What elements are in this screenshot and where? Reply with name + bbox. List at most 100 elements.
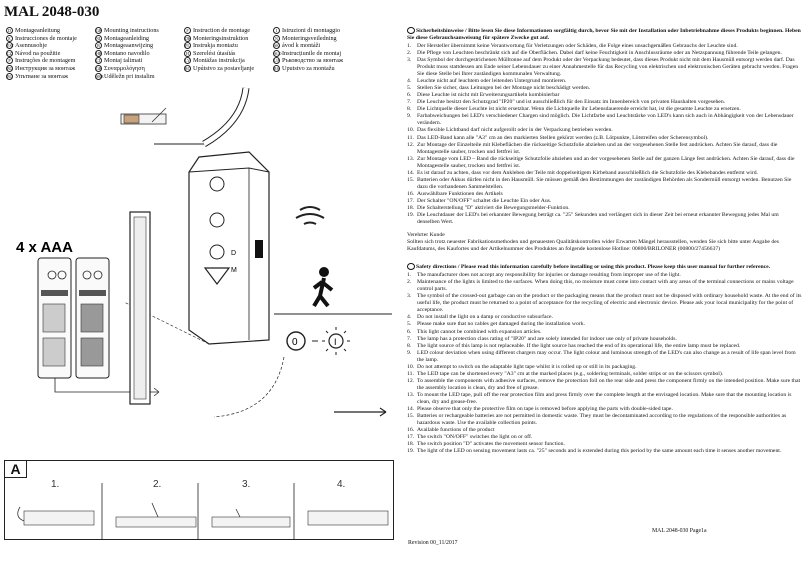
country-code-badge: N [273, 34, 280, 42]
on-symbol [322, 327, 350, 355]
country-code-badge: GR [95, 65, 102, 73]
language-label: Instrukja montażu [193, 42, 238, 50]
language-label: Návod na použitie [15, 49, 61, 57]
instructions-text: Sicherheitshinweise / Bitte lesen Sie di… [407, 27, 802, 455]
language-label: Montaj talimati [104, 57, 143, 65]
instruction-item: 4.Leuchte nicht auf leuchtem oder leiten… [407, 78, 567, 85]
step-1-illustration [17, 506, 95, 526]
country-code-badge: NL [95, 34, 102, 42]
motion-sensor-icon [295, 206, 325, 225]
step-4-illustration [307, 510, 389, 526]
language-label: Montāžas instrukcija [193, 57, 245, 65]
en-safety-list: 1.The manufacturer does not accept any r… [407, 272, 802, 455]
country-code-badge: GB [95, 27, 102, 35]
country-code-badge: SLO [273, 49, 282, 57]
country-code-badge: F [184, 27, 191, 35]
instruction-item: 13.To mount the LED tape, pull off the r… [407, 391, 792, 405]
country-code-badge: DK [184, 34, 191, 42]
off-symbol [286, 331, 306, 351]
instruction-item: 13.Zur Montage vom LED – Band die rückse… [407, 155, 795, 169]
instruction-item: 9.LED colour deviation when using differ… [407, 349, 796, 363]
instruction-item: 10.Do not attempt to switch on the adapt… [407, 363, 637, 370]
country-code-badge: D [6, 27, 13, 35]
instruction-item: 17.Der Schalter "ON/OFF" schaltet die Le… [407, 197, 552, 204]
page-label: MAL 2048-030 Page1a [652, 528, 707, 534]
walking-person-icon [312, 267, 334, 308]
instruction-item: 16.Auswählbare Funktionen des Artikels [407, 190, 503, 197]
led-strip-vertical [129, 211, 151, 405]
de-vendor-title: Verehrter Kunde [407, 232, 445, 239]
instruction-item: 18.Die Schalterstellung "D" aktiviert di… [407, 204, 570, 211]
instruction-item: 19.Die Leuchtdauer der LED's bei erkannt… [407, 212, 779, 226]
instruction-item: 16.Available functions of the product [407, 427, 495, 434]
on-symbol-text: I [334, 337, 337, 347]
instruction-item: 1.Der Hersteller übernimmt keine Verantw… [407, 42, 738, 49]
instruction-item: 9.Farbabweichungen bei LED's verschieden… [407, 113, 794, 127]
country-code-badge: UA [273, 57, 280, 65]
language-label: Uděležn pri instalim [104, 72, 155, 80]
panel-a-label: A [5, 461, 27, 478]
uk-flag-icon [407, 263, 415, 271]
en-heading: Safety directions / Please read this inf… [407, 263, 802, 271]
instruction-item: 14.Es ist darauf zu achten, dass vor dem… [407, 169, 758, 176]
installation-illustration: D M 0 I 4 x AAA [16, 87, 392, 418]
step-2-illustration [115, 502, 197, 528]
instruction-item: 14.Please observe that only the protecti… [407, 406, 673, 413]
language-label: Monteringsinstruktion [193, 34, 249, 42]
instruction-item: 1.The manufacturer does not accept any r… [407, 272, 681, 279]
instruction-item: 17.The switch "ON/OFF" switches the ligh… [407, 434, 533, 441]
battery-label: 4 x AAA [16, 239, 73, 256]
instruction-item: 5.Please make sure that no cables get da… [407, 321, 586, 328]
instruction-item: 12.To assemble the components with adhes… [407, 377, 801, 391]
instruction-item: 5.Stellen Sie sicher, dass Leitungen bei… [407, 85, 591, 92]
language-label: Uputstvo za montažu [282, 64, 335, 72]
de-safety-list: 1.Der Hersteller übernimmt keine Verantw… [407, 43, 802, 226]
language-entry: SLOInstrucțiunile de montaj [273, 50, 359, 58]
instruction-item: 6.Diese Leuchte ist nicht mit Erweiterun… [407, 92, 560, 99]
language-label: ávod k montáži [282, 42, 321, 50]
german-flag-icon [407, 27, 415, 34]
instruction-item: 3.Das Symbol der durchgestrichenen Müllt… [407, 57, 799, 78]
country-code-badge: LT [95, 57, 102, 65]
instruction-item: 4.Do not install the light on a damp or … [407, 314, 553, 321]
step-3-label: 3. [242, 479, 251, 490]
country-code-badge: EST [6, 42, 15, 50]
country-code-badge: BG [6, 65, 13, 73]
battery-compartment-closed [37, 257, 72, 379]
language-label: Упътване за монтаж [15, 72, 69, 80]
language-label: Montageaanwijzing [104, 42, 154, 50]
instruction-item: 2.Die Pflege von Leuchten beschränkt sic… [407, 49, 782, 56]
instruction-item: 15.Batterien oder Akkus dürfen nicht in … [407, 176, 792, 190]
language-label: Инструкция за монтаж [15, 64, 76, 72]
country-code-badge: RS [273, 65, 280, 73]
instruction-item: 7.The lamp has a protection class rating… [407, 335, 677, 342]
document-title: MAL 2048-030 [4, 4, 100, 20]
mounting-steps [17, 483, 389, 539]
switch-d-label: D [231, 250, 236, 257]
language-label: Asennusohje [15, 42, 47, 50]
country-code-badge: E [6, 34, 13, 42]
country-code-badge: SK [273, 42, 280, 50]
language-label: Instruction de montage [193, 27, 251, 34]
switch-m-label: M [231, 267, 237, 274]
led-tape [202, 87, 250, 148]
language-label: Ръководство за монтаж [282, 57, 344, 65]
